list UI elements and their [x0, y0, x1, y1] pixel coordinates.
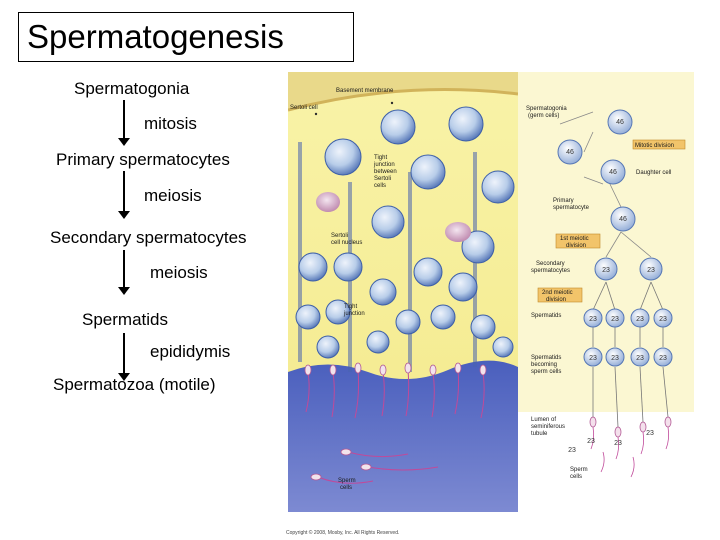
count-46-d: 46 [619, 216, 627, 223]
count-23-i: 23 [636, 355, 644, 362]
flow-process-mitosis: mitosis [144, 114, 197, 133]
label-first-meiotic-1: 1st meiotic [560, 236, 589, 242]
label-primary-spermatocyte-1: Primary [553, 198, 574, 204]
schematic-panel [518, 72, 694, 512]
flow-arrow-3 [117, 250, 131, 295]
meiotic-boxes [537, 139, 686, 303]
label-secondary-spermatocytes-1: Secondary [536, 261, 565, 267]
label-sperm-cells-left-2: cells [340, 485, 352, 491]
count-23-c: 23 [589, 316, 597, 323]
label-sperm-cells-right-2: cells [570, 474, 582, 480]
count-23-m: 23 [646, 430, 654, 437]
label-tight-junction-5: cells [374, 183, 386, 189]
count-46-a: 46 [616, 119, 624, 126]
label-spermatogonia-2: (germ cells) [528, 113, 559, 119]
label-sperm-cells-right-1: Sperm [570, 467, 588, 473]
count-23-a: 23 [602, 267, 610, 274]
label-primary-spermatocyte-2: spermatocyte [553, 205, 590, 211]
label-first-meiotic-2: division [566, 243, 586, 249]
flow-process-epididymis: epididymis [150, 342, 231, 361]
label-sertoli-nucleus-2: cell nucleus [331, 240, 362, 246]
label-tight-junction-b1: Tight [344, 304, 357, 310]
chromosome-numbers: 46 46 46 46 23 23 23 23 23 23 23 23 23 2… [566, 119, 667, 454]
label-lumen-1: Lumen of [531, 417, 556, 423]
flow-step-spermatogonia: Spermatogonia [74, 79, 190, 98]
label-secondary-spermatocytes-2: spermatocytes [531, 268, 570, 274]
count-23-f: 23 [659, 316, 667, 323]
copyright-text: Copyright © 2008, Mosby, Inc. All Rights… [286, 530, 400, 536]
seminiferous-tubule-illustration: 46 46 46 46 23 23 23 23 23 23 23 23 23 2… [287, 72, 694, 512]
page-title: Spermatogenesis [27, 18, 284, 55]
label-sertoli-nucleus-1: Sertoli [331, 233, 348, 239]
flow-step-secondary-spermatocytes: Secondary spermatocytes [50, 228, 247, 247]
flow-step-spermatids: Spermatids [82, 310, 168, 329]
flow-arrow-2 [117, 171, 131, 219]
count-23-k: 23 [587, 438, 595, 445]
label-lumen-3: tubule [531, 431, 548, 437]
spermatid-tails [305, 369, 485, 484]
label-spermatids-becoming-3: sperm cells [531, 369, 561, 375]
flow-process-meiosis-1: meiosis [144, 186, 202, 205]
flow-arrow-4 [117, 333, 131, 381]
label-second-meiotic-1: 2nd meiotic [542, 290, 573, 296]
label-sertoli-cell: Sertoli cell [290, 105, 318, 111]
count-46-b: 46 [566, 149, 574, 156]
label-basement-membrane: Basement membrane [336, 88, 394, 94]
figure-labels: Basement membrane Sertoli cell Spermatog… [290, 88, 674, 491]
label-tight-junction-2: junction [373, 162, 395, 168]
count-46-c: 46 [609, 169, 617, 176]
flow-process-meiosis-2: meiosis [150, 263, 208, 282]
count-23-j: 23 [659, 355, 667, 362]
label-tight-junction-1: Tight [374, 155, 387, 161]
label-mitotic-division: Mitotic division [635, 143, 674, 149]
label-second-meiotic-2: division [546, 297, 566, 303]
count-23-e: 23 [636, 316, 644, 323]
flow-step-primary-spermatocytes: Primary spermatocytes [56, 150, 230, 169]
count-23-h: 23 [611, 355, 619, 362]
label-spermatids-becoming-1: Spermatids [531, 355, 561, 361]
germ-cells [295, 106, 515, 359]
label-sperm-cells-left-1: Sperm [338, 478, 356, 484]
label-spermatids-becoming-2: becoming [531, 362, 557, 368]
flow-arrow-1 [117, 100, 131, 146]
label-tight-junction-4: Sertoli [374, 176, 391, 182]
label-spermatids: Spermatids [531, 313, 561, 319]
tissue-panel [287, 72, 519, 512]
label-tight-junction-b2: junction [343, 311, 365, 317]
label-tight-junction-3: between [374, 169, 397, 175]
count-23-b: 23 [647, 267, 655, 274]
title-box: Spermatogenesis [18, 12, 354, 62]
count-23-l: 23 [614, 440, 622, 447]
label-spermatogonia-1: Spermatogonia [526, 106, 567, 112]
count-23-g: 23 [589, 355, 597, 362]
count-23-n: 23 [568, 447, 576, 454]
label-daughter-cell: Daughter cell [636, 170, 671, 176]
flow-step-spermatozoa: Spermatozoa (motile) [53, 375, 216, 394]
count-23-d: 23 [611, 316, 619, 323]
label-lumen-2: seminiferous [531, 424, 565, 430]
